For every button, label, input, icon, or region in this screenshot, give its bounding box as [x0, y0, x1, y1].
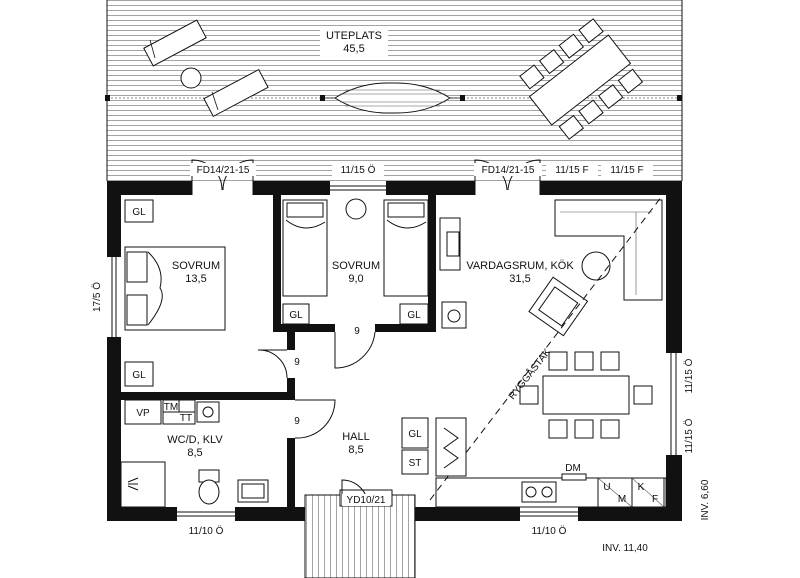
door-width-label: 9 — [354, 326, 360, 337]
room-area-hall: 8,5 — [348, 444, 363, 456]
sun-lounger-icon — [203, 68, 269, 118]
water-heater-icon — [124, 399, 162, 425]
hall-closet-icon — [435, 417, 467, 477]
hall-storage-icon — [401, 449, 429, 475]
shower-icon — [120, 461, 166, 508]
fixture-st-label: ST — [409, 458, 422, 469]
room-area-vardagsrum: 31,5 — [509, 273, 530, 285]
outdoor-dining-set-icon — [519, 18, 644, 140]
fixture-dm-label: DM — [565, 463, 581, 474]
side-table-icon — [180, 67, 202, 89]
toilet-icon — [198, 469, 220, 505]
fixture-gl-label: GL — [407, 310, 421, 321]
ridge-line — [429, 195, 663, 501]
width-dimension-label: INV. 11,40 — [602, 543, 648, 554]
double-bed-icon — [124, 246, 226, 331]
fixture-tm-label: TM — [164, 402, 178, 413]
fixture-gl-label: GL — [408, 429, 422, 440]
room-name-wc: WC/D, KLV — [167, 434, 223, 446]
interior-walls — [121, 195, 436, 521]
fixture-f-label: F — [652, 494, 658, 505]
tv-bench-icon — [439, 217, 461, 271]
sink-icon — [196, 401, 220, 423]
window-glazing — [111, 185, 677, 517]
fixture-vp-label: VP — [136, 408, 150, 419]
coffee-table-icon — [581, 251, 611, 281]
hall-wardrobe-icon — [401, 417, 429, 449]
patio-door-label: FD14/21-15 — [197, 165, 250, 176]
depth-dimension-label: INV. 6,60 — [700, 479, 711, 520]
patio-door-label: FD14/21-15 — [482, 165, 535, 176]
fixture-m-label: M — [618, 494, 626, 505]
washbasin-icon — [237, 479, 269, 503]
window-label: 11/10 Ö — [189, 525, 224, 537]
fixture-tt-label: TT — [180, 413, 192, 424]
door-width-label: 9 — [294, 357, 300, 368]
window-label: 11/15 F — [610, 165, 643, 176]
door-swing-bedroom1 — [257, 349, 288, 379]
wardrobe-icon — [124, 361, 154, 387]
kitchen-counter-icon — [435, 473, 667, 508]
room-name-vardagsrum: VARDAGSRUM, KÖK — [466, 260, 574, 272]
fixture-gl-label: GL — [132, 207, 146, 218]
room-name-uteplats: UTEPLATS — [326, 30, 382, 42]
stove-icon — [441, 301, 467, 329]
fixture-u-label: U — [603, 482, 610, 493]
fixture-gl-label: GL — [132, 370, 146, 381]
single-bed-icon — [383, 199, 429, 297]
door-swing-wc — [294, 399, 336, 439]
hammock-icon — [322, 82, 462, 114]
room-area-wc: 8,5 — [187, 447, 202, 459]
fixture-k-label: K — [638, 482, 645, 493]
room-area-sovrum-1: 13,5 — [185, 273, 206, 285]
wardrobe-icon — [124, 199, 154, 223]
fixture-gl-label: GL — [289, 310, 303, 321]
door-swing-bedroom2 — [334, 331, 376, 369]
room-name-sovrum-1: SOVRUM — [172, 260, 220, 272]
door-width-label: 9 — [294, 416, 300, 427]
window-label: 11/15 Ö — [341, 164, 376, 176]
room-area-uteplats: 45,5 — [343, 43, 364, 55]
window-label: 17/5 Ö — [91, 282, 103, 312]
room-area-sovrum-2: 9,0 — [348, 273, 363, 285]
window-label: 11/10 Ö — [532, 525, 567, 537]
window-label: 11/15 Ö — [683, 358, 695, 393]
exterior-walls — [107, 181, 682, 521]
washer-dryer-icon — [162, 399, 196, 425]
corner-sofa-icon — [554, 199, 663, 301]
nightstand-icon — [345, 198, 367, 220]
entry-door-label: YD10/21 — [347, 495, 386, 506]
window-label: 11/15 F — [555, 165, 588, 176]
wardrobe-icon — [399, 303, 429, 325]
window-label: 11/15 Ö — [683, 418, 695, 453]
room-name-sovrum-2: SOVRUM — [332, 260, 380, 272]
dining-table-icon — [519, 351, 653, 439]
armchair-icon — [528, 276, 589, 337]
room-name-hall: HALL — [342, 431, 370, 443]
single-bed-icon — [282, 199, 328, 297]
sun-lounger-icon — [143, 19, 207, 67]
wardrobe-icon — [282, 303, 310, 325]
